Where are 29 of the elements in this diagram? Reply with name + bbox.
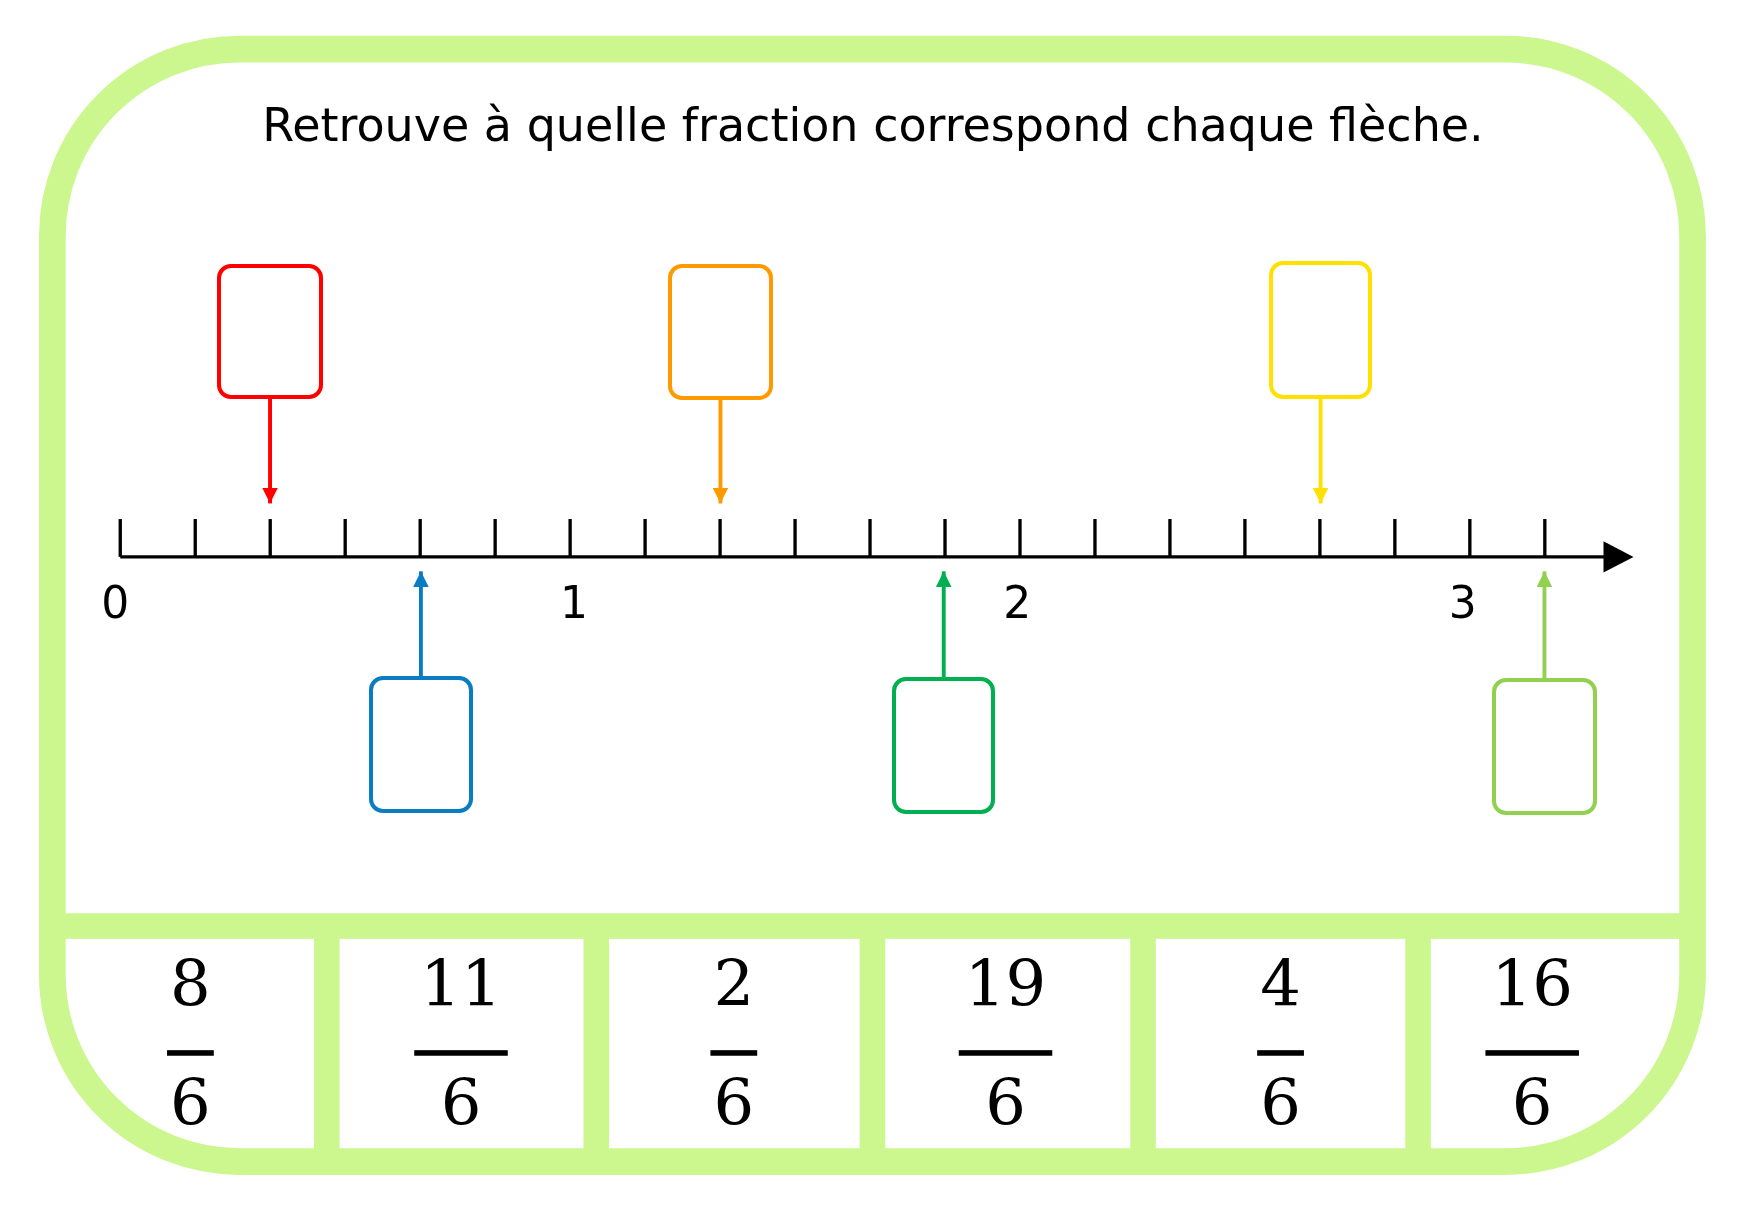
answer-box bbox=[217, 263, 323, 399]
numerator: 8 bbox=[169, 952, 212, 1017]
axis-number: 3 bbox=[1448, 581, 1477, 626]
instruction-text: Retrouve à quelle fraction correspond chaque flèche. bbox=[261, 98, 1485, 152]
arrow bbox=[1536, 571, 1553, 679]
arrow bbox=[413, 571, 429, 677]
denominator: 6 bbox=[1259, 1071, 1302, 1136]
axis-number: 0 bbox=[101, 581, 130, 626]
arrow bbox=[935, 571, 952, 678]
answer-box bbox=[1269, 260, 1372, 399]
answer-box bbox=[891, 677, 996, 814]
axis-number: 1 bbox=[560, 581, 589, 626]
denominator: 6 bbox=[712, 1071, 756, 1136]
denominator: 6 bbox=[1510, 1071, 1554, 1136]
arrow bbox=[262, 398, 278, 504]
numerator: 4 bbox=[1259, 952, 1302, 1017]
numerator: 19 bbox=[963, 952, 1048, 1017]
arrow bbox=[712, 399, 729, 504]
denominator: 6 bbox=[439, 1071, 483, 1136]
numerator: 2 bbox=[712, 952, 756, 1017]
answer-box bbox=[668, 263, 773, 400]
answer-box bbox=[368, 675, 474, 813]
answer-box bbox=[1492, 678, 1597, 816]
arrow bbox=[1312, 398, 1329, 504]
numerator: 11 bbox=[419, 952, 503, 1017]
numerator: 16 bbox=[1490, 952, 1574, 1017]
denominator: 6 bbox=[984, 1071, 1027, 1136]
denominator: 6 bbox=[169, 1071, 212, 1136]
axis-number: 2 bbox=[1003, 581, 1032, 626]
